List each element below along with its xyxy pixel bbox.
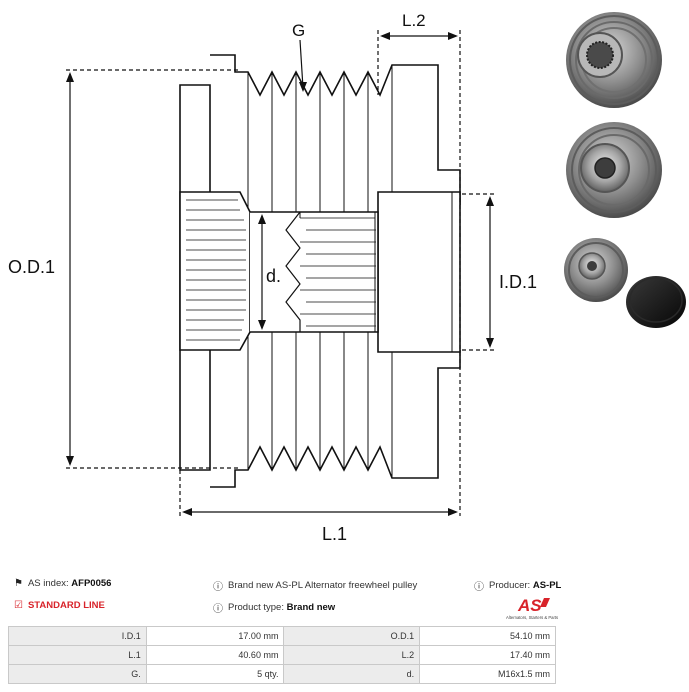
spec-value: 17.00 mm (145, 626, 285, 646)
product-type-value: Brand new (286, 602, 336, 613)
product-photo-with-cap (564, 238, 686, 328)
standard-line-info: ☑ STANDARD LINE (14, 600, 105, 611)
producer-value: AS-PL (532, 580, 562, 591)
label-length-2: L.2 (402, 11, 426, 30)
spec-value: 17.40 mm (419, 645, 556, 665)
spec-label: L.1 (8, 645, 147, 665)
spec-value: M16x1.5 mm (419, 664, 556, 684)
spec-label: I.D.1 (8, 626, 147, 646)
spec-label: L.2 (283, 645, 421, 665)
producer-info: ⓘ Producer: AS-PL (474, 578, 561, 593)
spec-value: 40.60 mm (145, 645, 285, 665)
spec-value: 54.10 mm (419, 626, 556, 646)
logo-tagline: Alternators, Starters & Parts (506, 615, 558, 620)
spec-table: I.D.1 17.00 mm O.D.1 54.10 mm L.1 40.60 … (8, 626, 556, 684)
as-index-label: AS index: (27, 578, 69, 589)
tag-icon: ⚑ (14, 578, 23, 589)
product-photo-side (566, 122, 662, 218)
label-groove: G (292, 21, 305, 40)
dimension-lines (66, 30, 496, 516)
info-icon: ⓘ (213, 582, 223, 593)
label-outer-diameter: O.D.1 (8, 257, 55, 277)
producer-label: Producer: (489, 580, 531, 591)
spec-value: 5 qty. (145, 664, 285, 684)
checkbox-icon: ☑ (14, 600, 23, 611)
spec-label: G. (8, 664, 147, 684)
spec-label: O.D.1 (283, 626, 421, 646)
table-row: G. 5 qty. d. M16x1.5 mm (8, 664, 556, 684)
label-inner-diameter: I.D.1 (499, 272, 537, 292)
standard-line-label: STANDARD LINE (27, 600, 105, 611)
logo-text: AS (517, 596, 542, 615)
pulley-outline (179, 54, 461, 488)
label-length-1: L.1 (322, 524, 347, 544)
info-icon: ⓘ (213, 604, 223, 615)
table-row: I.D.1 17.00 mm O.D.1 54.10 mm (8, 626, 556, 646)
description-text: Brand new AS-PL Alternator freewheel pul… (228, 580, 418, 591)
as-index-value: AFP0056 (71, 578, 112, 589)
product-photo-front (566, 12, 662, 108)
pulley-technical-drawing: G L.2 O.D.1 I.D.1 d. L.1 (8, 11, 686, 544)
info-icon: ⓘ (474, 582, 484, 593)
product-type-info: ⓘ Product type: Brand new (213, 600, 335, 615)
product-type-label: Product type: (228, 602, 284, 613)
as-index-info: ⚑ AS index: AFP0056 (14, 578, 111, 589)
label-thread: d. (266, 266, 281, 286)
spec-label: d. (283, 664, 421, 684)
table-row: L.1 40.60 mm L.2 17.40 mm (8, 645, 556, 665)
as-pl-logo: AS Alternators, Starters & Parts (506, 596, 558, 620)
description-info: ⓘ Brand new AS-PL Alternator freewheel p… (213, 578, 417, 593)
